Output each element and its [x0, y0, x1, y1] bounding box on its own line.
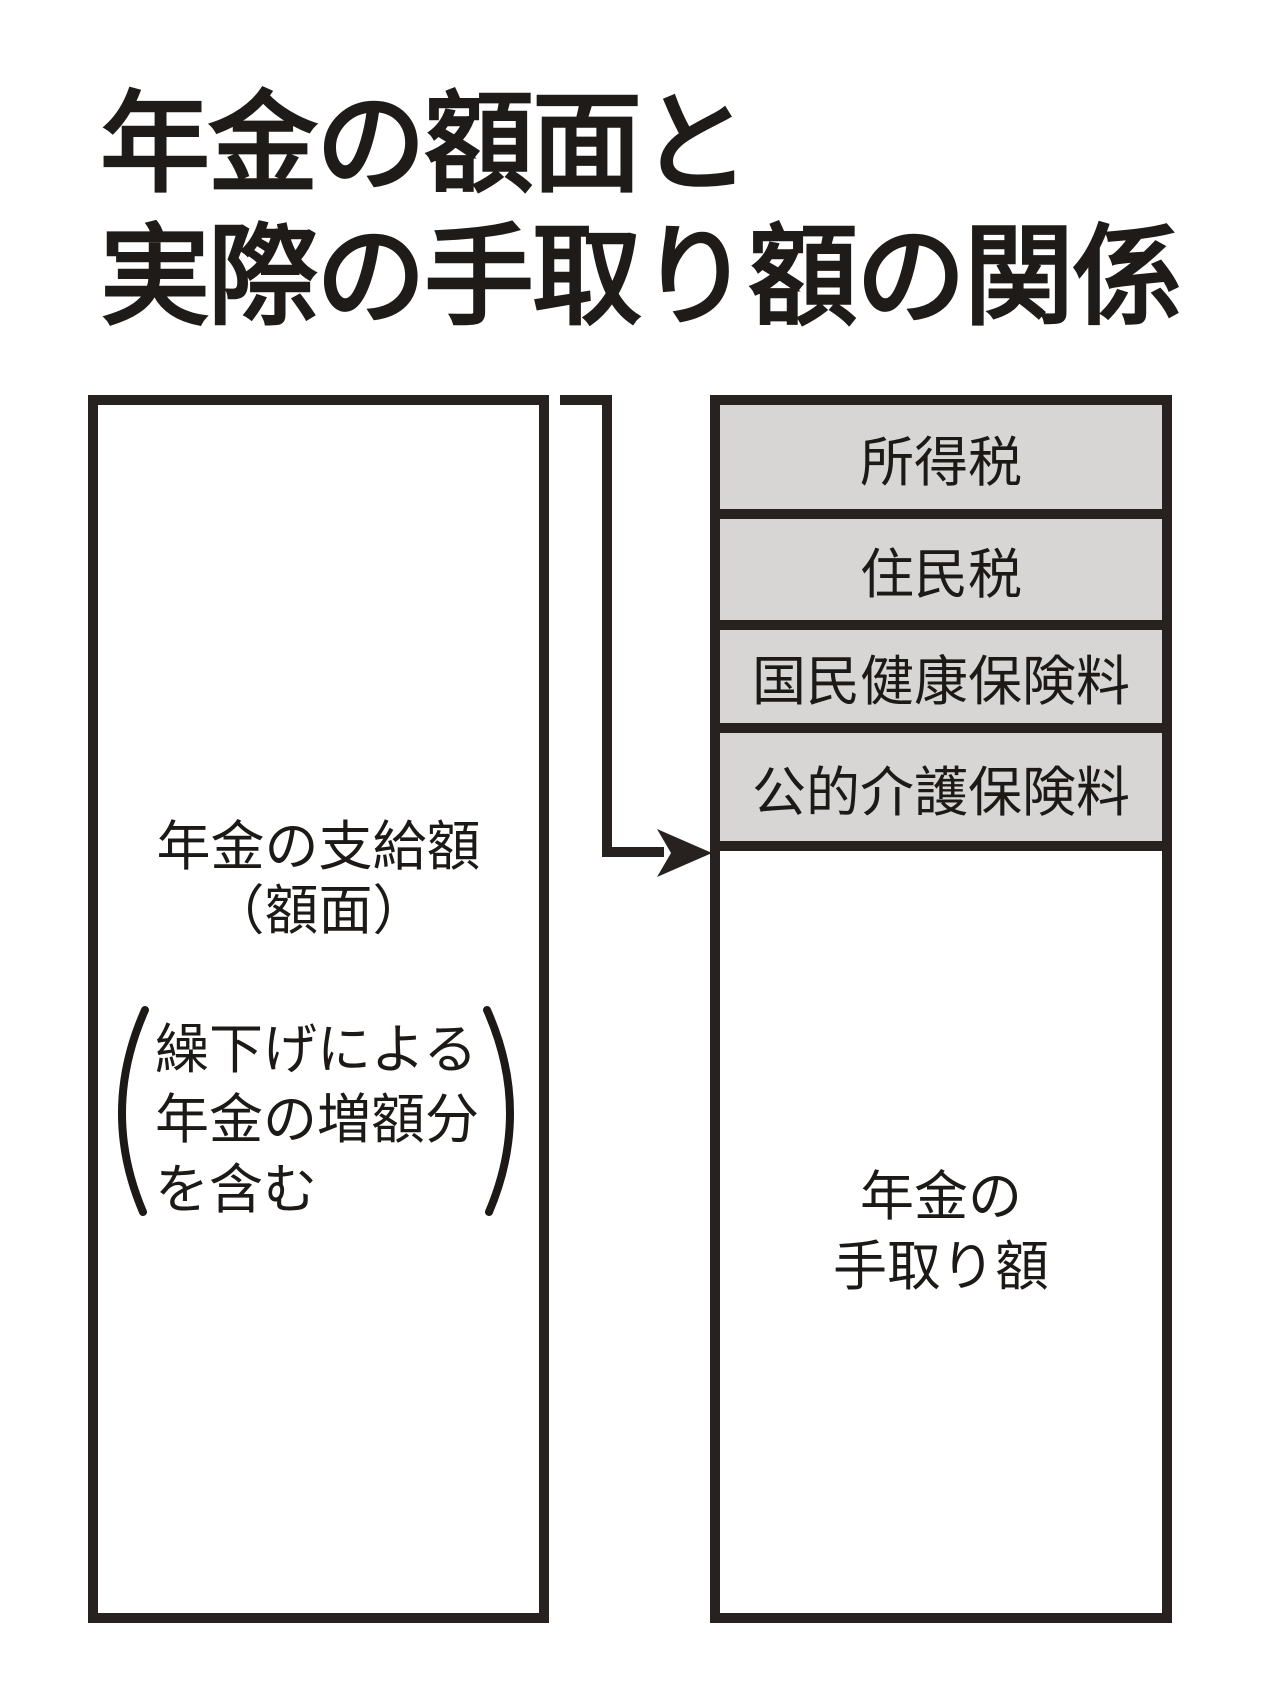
deduction-income-tax: 所得税 [720, 405, 1162, 519]
deduction-income-tax-label: 所得税 [860, 432, 1022, 493]
figure-title-line1: 年金の額面と [100, 83, 750, 206]
deduction-care-insurance: 公的介護保険料 [720, 733, 1162, 851]
deferral-note-line2: 年金の増額分 [155, 1090, 479, 1150]
pension-gross-box: 年金の支給額 （額面） 繰下げによる 年金の増額分 を含む [88, 395, 549, 1623]
figure-title: 年金の額面と 実際の手取り額の関係 [100, 78, 1182, 344]
deduction-health-insurance: 国民健康保険料 [720, 630, 1162, 733]
deferral-note-line1: 繰下げによる [155, 1020, 478, 1080]
net-amount-line2: 手取り額 [833, 1237, 1049, 1297]
gross-amount-line1: 年金の支給額 [156, 817, 481, 877]
gross-amount-label: 年金の支給額 （額面） [98, 815, 539, 943]
pension-net-box: 所得税 住民税 国民健康保険料 公的介護保険料 年金の 手取り額 [710, 395, 1172, 1623]
net-amount-section: 年金の 手取り額 [720, 851, 1162, 1613]
arrowhead-icon [657, 829, 712, 877]
deduction-resident-tax: 住民税 [720, 519, 1162, 630]
deferral-note: 繰下げによる 年金の増額分 を含む [155, 1015, 479, 1225]
gross-amount-line2: （額面） [210, 881, 427, 941]
deduction-resident-tax-label: 住民税 [860, 545, 1022, 605]
deduction-care-insurance-label: 公的介護保険料 [752, 762, 1130, 823]
connector-line [560, 395, 664, 857]
net-amount-line1: 年金の [860, 1167, 1022, 1227]
deduction-health-insurance-label: 国民健康保険料 [752, 652, 1130, 712]
figure-title-line2: 実際の手取り額の関係 [100, 216, 1182, 339]
deferral-note-line3: を含む [155, 1160, 317, 1220]
